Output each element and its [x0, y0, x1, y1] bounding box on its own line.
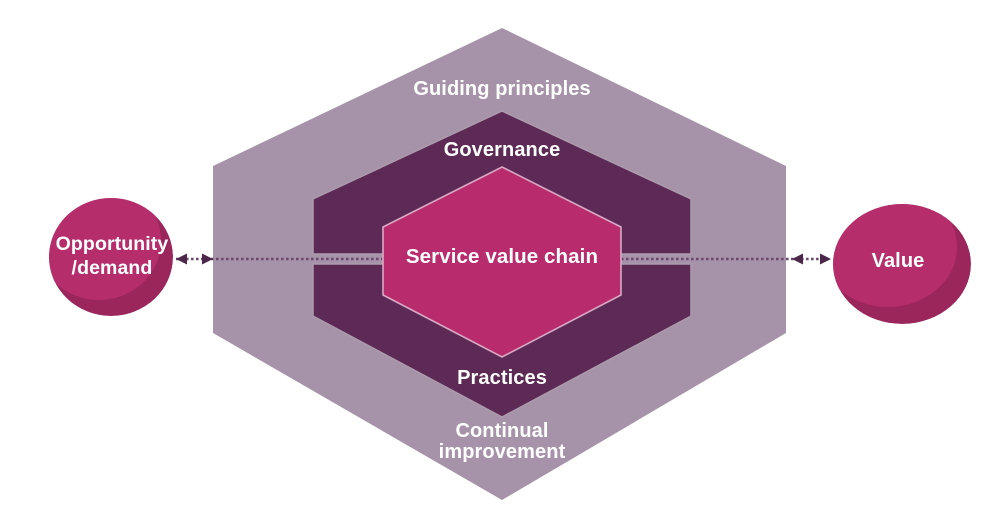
value-label: Value	[871, 250, 925, 272]
continual-improvement-label: Continual improvement	[438, 420, 566, 463]
opportunity-demand-label: Opportunity /demand	[55, 233, 169, 279]
right-arrowhead-toward-hexagon-icon	[792, 253, 803, 265]
left-arrowhead-toward-opportunity-icon	[176, 253, 187, 265]
service-value-chain-label: Service value chain	[405, 245, 599, 268]
governance-label: Governance	[443, 139, 561, 161]
guiding-principles-label: Guiding principles	[413, 78, 591, 100]
right-arrowhead-toward-value-icon	[820, 253, 831, 265]
practices-label: Practices	[457, 367, 547, 389]
service-value-chain-hexagon	[382, 166, 622, 358]
left-arrowhead-toward-hexagon-icon	[202, 253, 213, 265]
